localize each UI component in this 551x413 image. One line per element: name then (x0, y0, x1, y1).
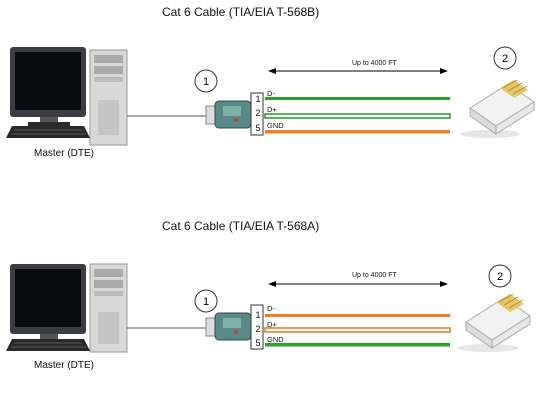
converter-marker-number: 1 (203, 296, 209, 308)
wire-d-plus (264, 113, 451, 119)
signal-d-minus: D- (267, 304, 275, 313)
distance-label: Up to 4000 FT (352, 272, 397, 279)
usb-converter-icon (205, 312, 252, 341)
device-marker (488, 264, 512, 288)
computer-label: Master (DTE) (34, 148, 94, 159)
rj45-plug-icon (460, 79, 535, 138)
monitor-icon (10, 264, 86, 344)
rj45-plug-icon (458, 293, 531, 352)
signal-d-plus: D+ (267, 320, 277, 329)
signal-d-plus: D+ (267, 105, 277, 114)
pin-2: 2 (255, 324, 261, 334)
pin-5: 5 (255, 338, 261, 348)
device-marker (493, 46, 517, 70)
wiring-diagram: 1 2 (6, 263, 531, 353)
terminal-block (250, 304, 264, 350)
distance-arrow (268, 68, 448, 74)
panel-title: Cat 6 Cable (TIA/EIA T-568B) (162, 5, 320, 19)
signal-gnd: GND (267, 335, 284, 344)
wiring-panel-t568b: Cat 6 Cable (TIA/EIA T-568B) 1 (0, 0, 551, 180)
keyboard-icon (6, 126, 90, 138)
device-marker-number: 2 (497, 271, 503, 283)
signal-d-minus: D- (267, 89, 275, 98)
pc-tower-icon (89, 49, 128, 146)
wire-group (264, 314, 451, 347)
pin-5: 5 (255, 123, 261, 133)
computer-label: Master (DTE) (34, 360, 94, 371)
converter-marker (194, 289, 218, 313)
wire-d-plus (264, 327, 451, 333)
wire-group (264, 97, 451, 134)
wire-d-minus (265, 314, 450, 317)
pin-1: 1 (255, 94, 261, 104)
distance-label: Up to 4000 FT (352, 60, 397, 67)
keyboard-icon (6, 339, 90, 351)
monitor-icon (10, 47, 86, 127)
pc-tower-icon (89, 263, 128, 353)
distance-arrow (268, 281, 448, 287)
signal-gnd: GND (267, 121, 284, 130)
wire-gnd (265, 130, 450, 134)
device-marker-number: 2 (502, 53, 508, 65)
wire-d-minus (265, 97, 450, 100)
wiring-panel-t568a: Cat 6 Cable (TIA/EIA T-568A) 1 (0, 212, 551, 392)
pin-1: 1 (255, 310, 261, 320)
pin-2: 2 (255, 108, 261, 118)
wire-gnd (265, 343, 450, 347)
wiring-diagram: 1 2 (6, 46, 535, 146)
panel-title: Cat 6 Cable (TIA/EIA T-568A) (162, 219, 320, 233)
converter-marker-number: 1 (203, 76, 209, 88)
converter-marker (194, 69, 218, 93)
terminal-block (250, 92, 264, 136)
usb-converter-icon (205, 100, 252, 129)
